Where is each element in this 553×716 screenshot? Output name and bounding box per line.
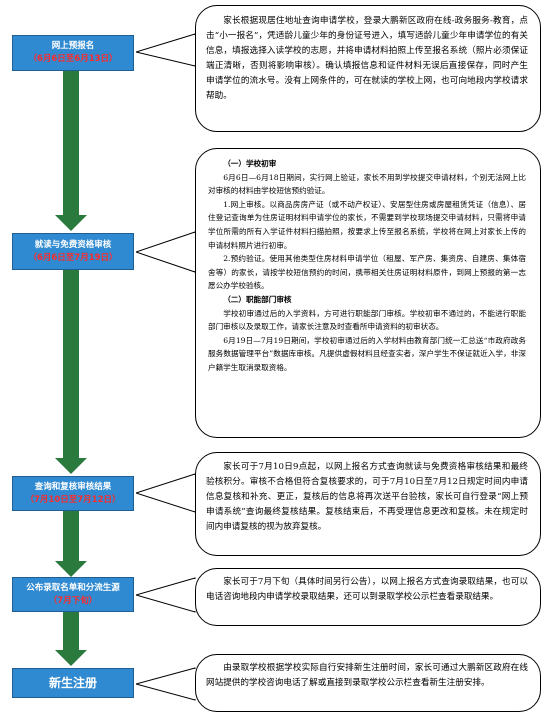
step-query-review-results: 查询和复核审核结果 （7月10日至7月12日） xyxy=(12,476,134,511)
callout-text: 家长根据现居住地址查询申请学校，登录大鹏新区政府在线-政务服务-教育，点击“小一… xyxy=(206,16,528,101)
connector-arrow-2 xyxy=(63,270,79,460)
step-online-registration: 网上预报名 （6月6日至6月13日） xyxy=(12,35,134,71)
arrowhead-3 xyxy=(55,561,87,577)
callout-pointer-3 xyxy=(136,473,196,513)
connector-arrow-1 xyxy=(63,71,79,217)
step-title: 查询和复核审核结果 xyxy=(34,481,112,492)
callout-pointer-2 xyxy=(136,231,196,273)
callout-text: 2.预约验证。使用其他类型住房材料申请学位（租屋、军产房、集资房、自建房、集体宿… xyxy=(208,254,526,291)
section-heading-department-review: （二）职能部门审核 xyxy=(223,294,292,304)
callout-text: 6月19日—7月19日期间，学校初审通过后的入学材料由教育部门统一汇总送“市政府… xyxy=(208,335,526,372)
callout-publish-admission-list: 家长可于7月下旬（具体时间另行公告），以网上报名方式查询录取结果，也可以电话咨询… xyxy=(195,568,541,626)
step-title: 网上预报名 xyxy=(51,41,95,51)
callout-text: 1.网上审核。以商品房房产证（或不动产权证）、安居型住房或房屋租赁凭证（信息）、… xyxy=(208,199,526,250)
callout-pointer-5 xyxy=(136,667,196,701)
step-new-student-registration: 新生注册 xyxy=(12,668,134,698)
arrowhead-4 xyxy=(55,650,87,666)
arrowhead-2 xyxy=(55,458,87,474)
callout-text: 学校初审通过后的入学资料，方可进行职能部门审核。学校初审不通过的，不能进行职能部… xyxy=(208,308,526,332)
arrowhead-1 xyxy=(55,215,87,231)
step-date: （7月下旬） xyxy=(48,595,98,606)
section-heading-school-review: （一）学校初审 xyxy=(223,159,277,168)
callout-text: 由录取学校根据学校实际自行安排新生注册时间，家长可通过大鹏新区政府在线网站提供的… xyxy=(206,663,528,688)
callout-query-review-results: 家长可于7月10日9点起，以网上报名方式查询就读与免费资格审核结果和最终验核积分… xyxy=(195,452,541,556)
step-title: 就读与免费资格审核 xyxy=(34,239,112,250)
connector-arrow-4 xyxy=(63,612,79,652)
callout-new-student-registration: 由录取学校根据学校实际自行安排新生注册时间，家长可通过大鹏新区政府在线网站提供的… xyxy=(195,654,541,712)
callout-text: 家长可于7月10日9点起，以网上报名方式查询就读与免费资格审核结果和最终验核积分… xyxy=(206,462,528,532)
callout-text: 6月6日—6月18日期间，实行网上验证，家长不用到学校提交申请材料，个别无法网上… xyxy=(208,172,526,196)
callout-text: 家长可于7月下旬（具体时间另行公告），以网上报名方式查询录取结果，也可以电话咨询… xyxy=(206,577,528,602)
step-title: 新生注册 xyxy=(48,675,97,690)
step-date: （6月6日至7月19日） xyxy=(28,252,118,263)
step-eligibility-review: 就读与免费资格审核 （6月6日至7月19日） xyxy=(12,233,134,270)
callout-pointer-4 xyxy=(136,577,196,613)
step-date: （7月10日至7月12日） xyxy=(25,494,121,505)
callout-eligibility-review: （一）学校初审 6月6日—6月18日期间，实行网上验证，家长不用到学校提交申请材… xyxy=(195,148,541,438)
connector-arrow-3 xyxy=(63,511,79,563)
step-title: 公布录取名单和分流生源 xyxy=(26,582,120,593)
step-date: （6月6日至6月13日） xyxy=(28,54,118,64)
callout-online-registration: 家长根据现居住地址查询申请学校，登录大鹏新区政府在线-政务服务-教育，点击“小一… xyxy=(195,5,541,132)
step-publish-admission-list: 公布录取名单和分流生源 （7月下旬） xyxy=(12,577,134,612)
callout-pointer-1 xyxy=(136,33,196,67)
